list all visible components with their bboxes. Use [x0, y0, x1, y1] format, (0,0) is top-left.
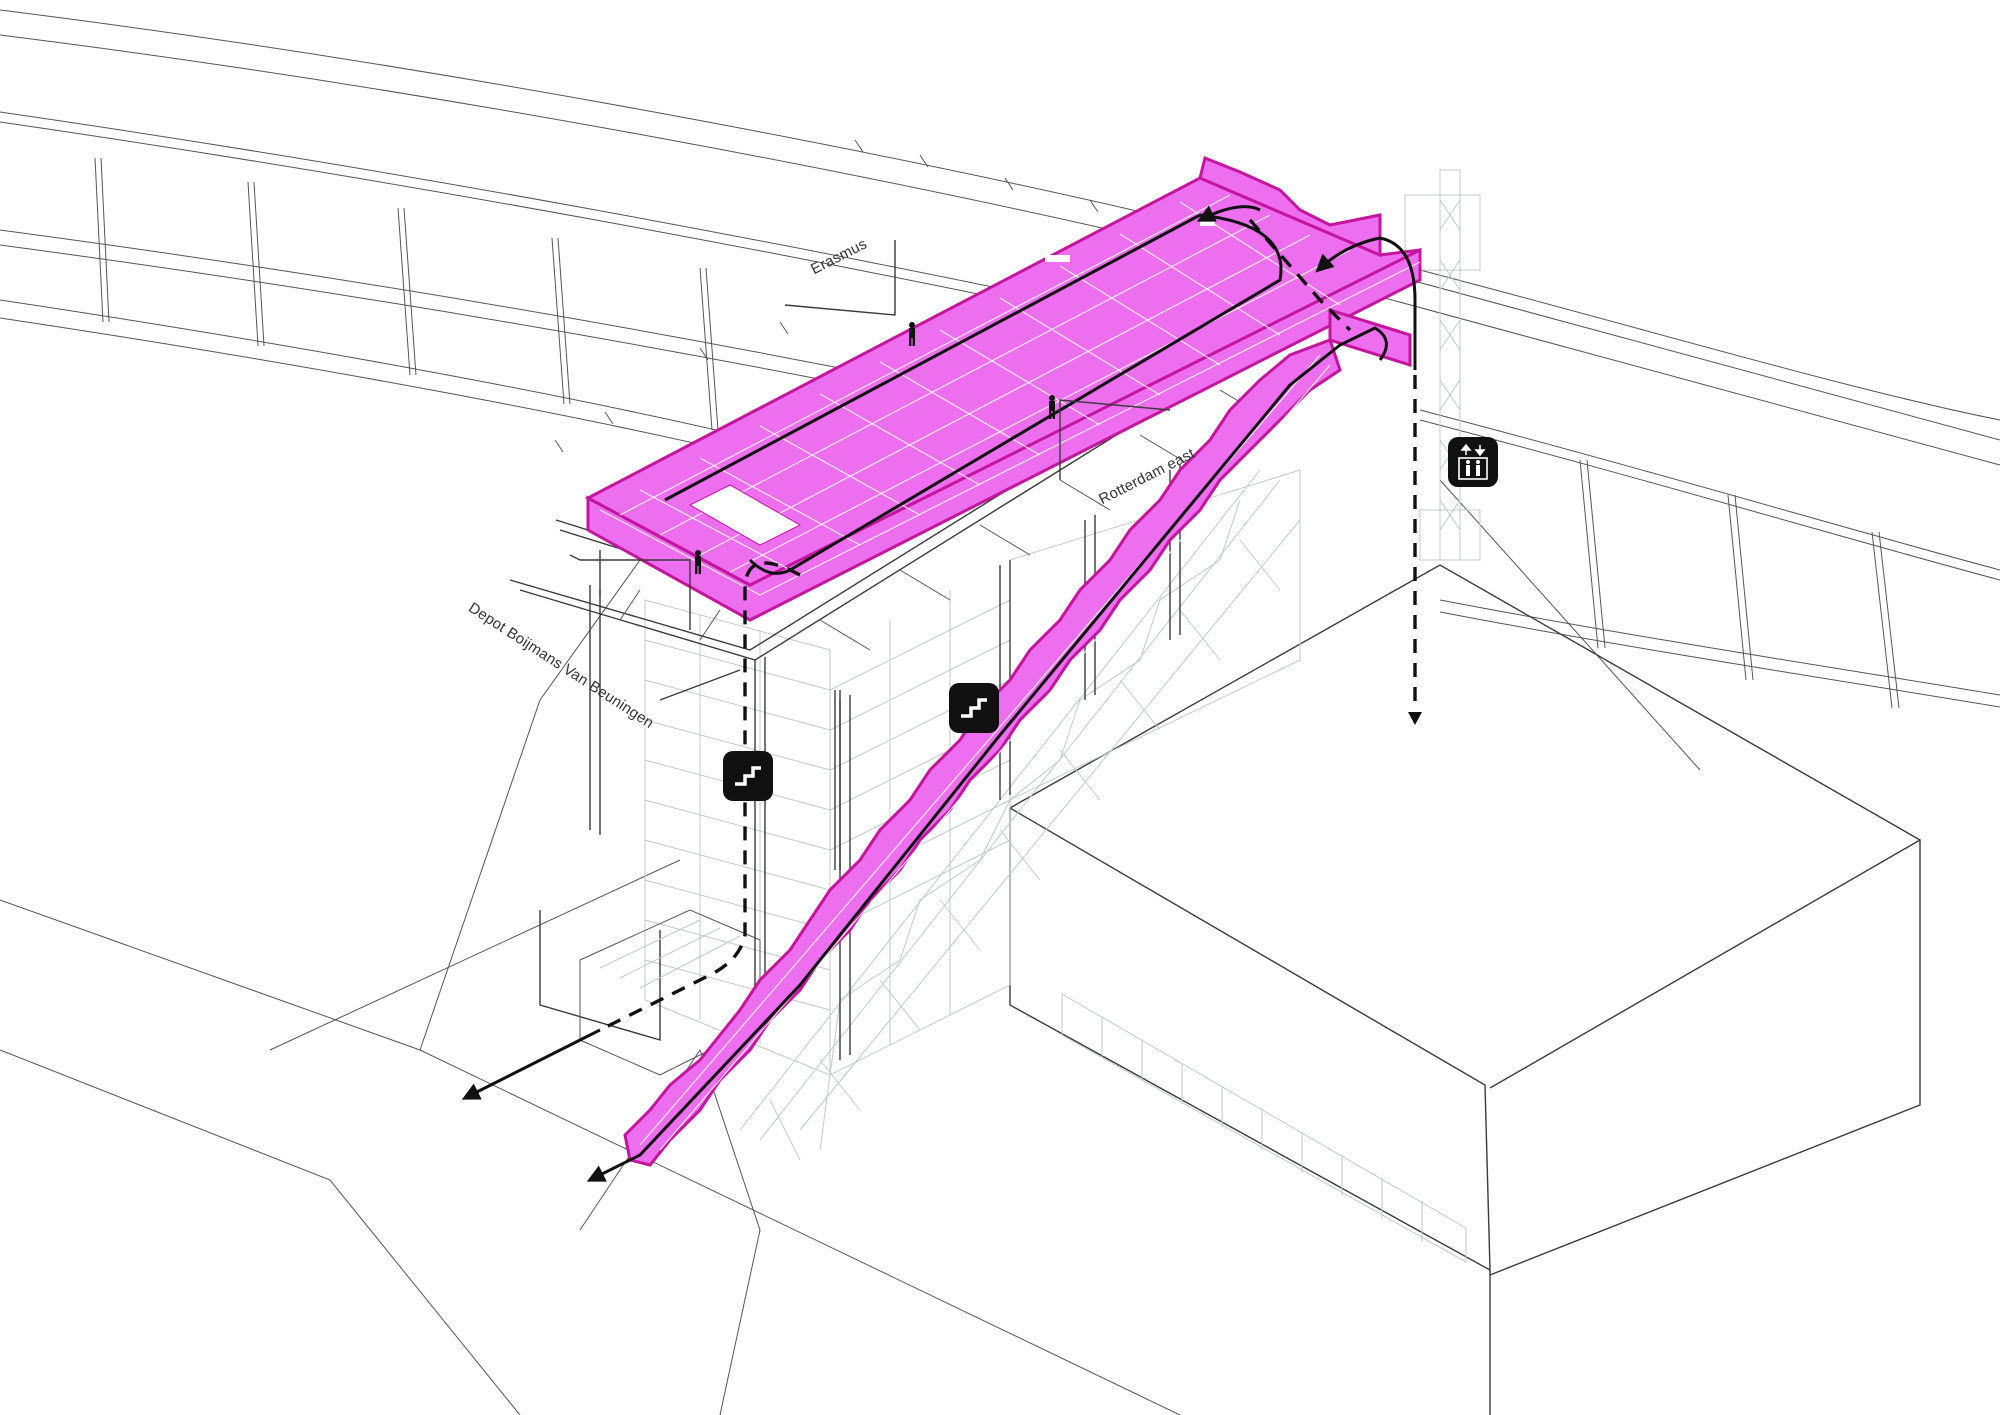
stairs-icon	[949, 683, 999, 733]
rooftop-loop-path	[664, 213, 1283, 575]
internal-stair-route	[599, 561, 801, 1032]
ground-plane	[0, 559, 1181, 1415]
front-building	[1009, 564, 1922, 1415]
viaduct-bridge	[0, 9, 2000, 771]
routes	[461, 205, 1422, 1182]
rooftop-deck	[584, 155, 1422, 622]
person-icon	[1049, 395, 1055, 419]
person-icon	[695, 550, 701, 574]
people-figures	[695, 322, 1055, 574]
elevator-icon	[1448, 437, 1498, 487]
stairs-icon	[723, 751, 773, 801]
roof-beams	[509, 139, 1286, 1060]
person-icon	[909, 322, 915, 346]
stair-descent-path	[586, 326, 1388, 1182]
